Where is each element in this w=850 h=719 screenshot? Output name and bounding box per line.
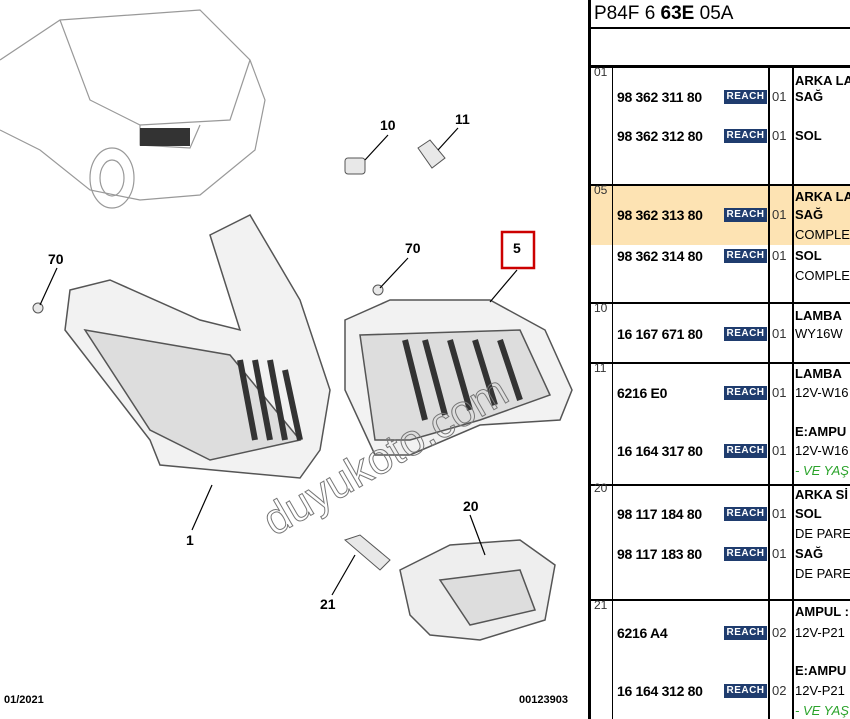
callout-21: 21	[320, 596, 336, 612]
car-taillight	[140, 128, 190, 146]
ref-number: 11	[594, 361, 607, 375]
description-line: 12V-P21	[795, 683, 845, 698]
reach-badge: REACH	[724, 129, 767, 143]
ref-number: 10	[594, 301, 608, 315]
part-number[interactable]: 6216 E0	[617, 385, 668, 401]
description-line: - VE YAŞ	[795, 463, 849, 478]
reach-badge: REACH	[724, 626, 767, 640]
ref-number: 01	[594, 65, 608, 79]
reach-badge: REACH	[724, 507, 767, 521]
reach-badge: REACH	[724, 249, 767, 263]
description-line: ARKA Sİ	[795, 487, 848, 502]
ref-number: 21	[594, 598, 608, 612]
parts-diagram: duyukoto.com	[0, 9, 573, 641]
description-line: DE PARE	[795, 526, 850, 541]
quantity: 01	[772, 546, 787, 561]
description-line: SOL	[795, 128, 822, 143]
description-line: SAĞ	[795, 89, 824, 104]
reach-badge: REACH	[724, 90, 767, 104]
part-number[interactable]: 98 362 313 80	[617, 207, 703, 223]
ref-number: 05	[594, 183, 608, 197]
callout-70-right: 70	[405, 240, 421, 256]
part-number[interactable]: 98 362 314 80	[617, 248, 703, 264]
part-number[interactable]: 6216 A4	[617, 625, 668, 641]
reach-badge: REACH	[724, 208, 767, 222]
description-line: AMPUL :	[795, 604, 849, 619]
description-line: 12V-W16	[795, 443, 849, 458]
diagram-date: 01/2021	[4, 694, 44, 706]
callout-1: 1	[186, 532, 194, 548]
part-number[interactable]: 98 362 311 80	[617, 89, 702, 105]
part-number[interactable]: 16 167 671 80	[617, 326, 703, 342]
quantity: 02	[772, 683, 787, 698]
reach-badge: REACH	[724, 684, 767, 698]
tail-lamp-inner	[344, 299, 573, 456]
quantity: 01	[772, 326, 787, 341]
callout-5[interactable]: 5	[513, 240, 521, 256]
description-line: ARKA LA	[795, 189, 850, 204]
callout-10: 10	[380, 117, 396, 133]
description-line: WY16W	[795, 326, 843, 341]
drawing-number: 00123903	[519, 694, 568, 706]
tail-lamp-outer	[64, 214, 331, 479]
part-number[interactable]: 16 164 317 80	[617, 443, 703, 459]
quantity: 01	[772, 128, 787, 143]
description-line: SAĞ	[795, 546, 824, 561]
description-line: ARKA LA	[795, 73, 850, 88]
description-line: DE PARE	[795, 566, 850, 581]
quantity: 01	[772, 506, 787, 521]
part-number[interactable]: 98 117 183 80	[617, 546, 702, 562]
reach-badge: REACH	[724, 444, 767, 458]
side-reflector	[399, 539, 556, 641]
quantity: 01	[772, 207, 787, 222]
quantity: 01	[772, 248, 787, 263]
description-line: SAĞ	[795, 207, 824, 222]
description-line: LAMBA	[795, 308, 842, 323]
part-number[interactable]: 98 362 312 80	[617, 128, 703, 144]
description-line: - VE YAŞ	[795, 703, 849, 718]
quantity: 02	[772, 625, 787, 640]
quantity: 01	[772, 385, 787, 400]
highlight-box	[500, 230, 536, 270]
description-line: LAMBA	[795, 366, 842, 381]
table-title: P84F 6 63E 05A	[594, 3, 734, 24]
quantity: 01	[772, 443, 787, 458]
reach-badge: REACH	[724, 386, 767, 400]
description-line: 12V-P21	[795, 625, 845, 640]
description-line: SOL	[795, 248, 822, 263]
description-line: COMPLE	[795, 227, 850, 242]
reach-badge: REACH	[724, 547, 767, 561]
part-number[interactable]: 98 117 184 80	[617, 506, 702, 522]
callout-11: 11	[455, 111, 470, 127]
car-illustration	[0, 9, 266, 209]
description-line: E:AMPU	[795, 424, 847, 439]
description-line: SOL	[795, 506, 822, 521]
reach-badge: REACH	[724, 327, 767, 341]
description-line: 12V-W16	[795, 385, 849, 400]
callout-70-left: 70	[48, 251, 64, 267]
description-line: COMPLE	[795, 268, 850, 283]
ref-number: 20	[594, 481, 608, 495]
part-number[interactable]: 16 164 312 80	[617, 683, 703, 699]
leader-lines	[39, 127, 518, 596]
quantity: 01	[772, 89, 787, 104]
callout-20: 20	[463, 498, 479, 514]
description-line: E:AMPU	[795, 663, 847, 678]
